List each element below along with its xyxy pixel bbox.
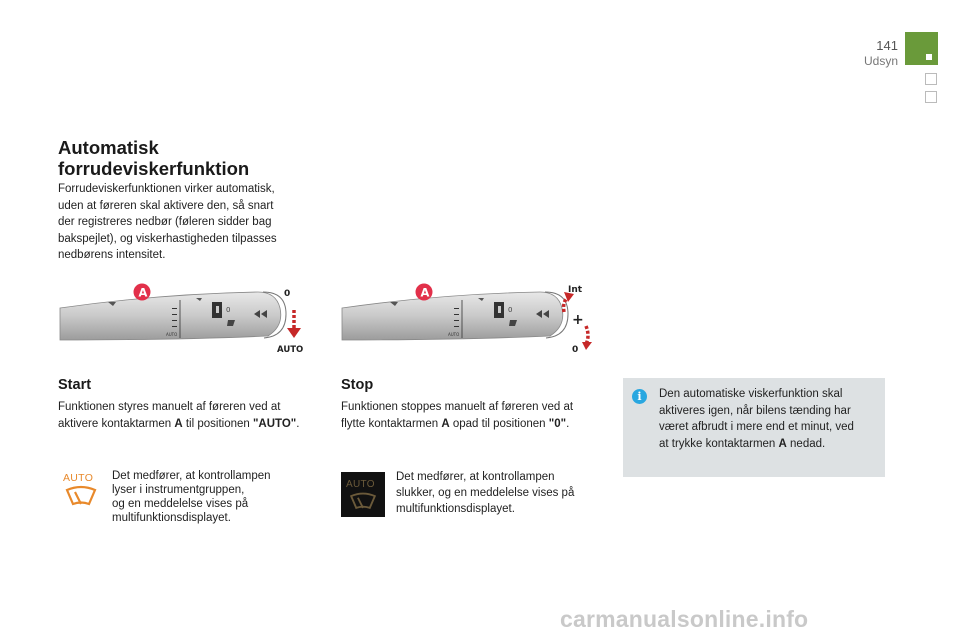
section-title: Udsyn: [863, 54, 898, 68]
note-line: Den automatiske viskerfunktion skal: [659, 388, 843, 400]
auto-lamp-text: AUTO: [63, 472, 94, 484]
intro-line: Forrudeviskerfunktionen virker automatis…: [58, 183, 275, 195]
stop-callout-label: A: [421, 286, 430, 300]
stop-int-label: Int: [568, 285, 583, 295]
page-number: 141: [876, 38, 898, 53]
nav-box-2: [925, 91, 937, 103]
windscreen-wiper-icon: [349, 492, 377, 510]
arrow-down-icon: [582, 342, 592, 350]
text: .: [566, 417, 570, 430]
stop-text-line: Funktionen stoppes manuelt af føreren ve…: [341, 401, 574, 413]
text: aktivere kontaktarmen: [58, 417, 175, 430]
start-text-line: aktivere kontaktarmen A til positionen "…: [58, 416, 328, 433]
text: at trykke kontaktarmen: [659, 437, 779, 450]
start-position-auto-label: AUTO: [277, 345, 303, 355]
start-scale-label: AUTO: [166, 332, 177, 337]
auto-lamp-off-text: AUTO: [346, 479, 375, 490]
note-line: aktiveres igen, når bilens tænding har: [659, 404, 851, 417]
start-text-line: Funktionen styres manuelt af føreren ved…: [58, 401, 281, 413]
stop-position-0-label: 0: [572, 345, 578, 355]
text: opad til positionen: [449, 417, 549, 430]
note-line: været afbrudt i mere end et minut, ved: [659, 421, 854, 433]
info-icon: i: [632, 389, 647, 404]
callout-a-circle: [415, 283, 433, 301]
start-callout-label: A: [139, 286, 148, 300]
text-bold: A: [778, 437, 787, 450]
arrow-down-icon: [287, 328, 301, 338]
text: .: [296, 417, 300, 430]
intro-line: nedbørens intensitet.: [58, 249, 166, 261]
start-detail-line: lyser i instrumentgruppen,: [112, 484, 245, 496]
start-detail-line: og en meddelelse vises på: [112, 498, 249, 510]
title-line-2: forrudeviskerfunktion: [58, 158, 250, 179]
start-lever-illustration: 0 AUTO A 0 AUTO: [58, 278, 320, 360]
windscreen-wiper-icon: [65, 485, 97, 506]
info-note-text: Den automatiske viskerfunktion skal akti…: [659, 386, 879, 452]
stop-detail: Det medfører, at kontrollampen slukker, …: [396, 469, 606, 517]
auto-wiper-lamp-off-icon: AUTO: [341, 472, 385, 517]
page-title: Automatisk forrudeviskerfunktion: [58, 137, 358, 179]
start-detail-line: Det medfører, at kontrollampen: [112, 470, 271, 482]
start-switch-mark: 0: [226, 306, 230, 314]
stop-detail-line: slukker, og en meddelelse vises på: [396, 487, 575, 499]
intro-line: der registreres nedbør (føleren sidder b…: [58, 216, 272, 228]
stop-text-line: flytte kontaktarmen A opad til positione…: [341, 416, 611, 433]
auto-wiper-lamp-icon: AUTO: [63, 472, 103, 520]
start-detail-line: multifunktionsdisplayet.: [112, 512, 231, 524]
start-heading: Start: [58, 377, 92, 393]
start-position-0-label: 0: [284, 289, 290, 299]
start-detail: Det medfører, at kontrollampen lyser i i…: [112, 469, 312, 525]
arrow-up-icon: [564, 292, 574, 302]
callout-a-circle: [133, 283, 151, 301]
stop-detail-line: multifunktionsdisplayet.: [396, 503, 515, 515]
info-note-box: [623, 378, 885, 477]
text: til positionen: [182, 417, 253, 430]
text-bold: A: [174, 417, 183, 430]
intro-line: bakspejlet), og viskerhastigheden tilpas…: [58, 232, 277, 245]
nav-box-1: [925, 73, 937, 85]
watermark: carmanualsonline.info: [560, 606, 809, 632]
stop-scale-label: AUTO: [448, 332, 459, 337]
intro-paragraph: Forrudeviskerfunktionen virker automatis…: [58, 181, 318, 264]
stop-plus-label: +: [572, 312, 584, 328]
text-bold: "AUTO": [252, 417, 297, 430]
stop-heading: Stop: [341, 377, 374, 393]
stop-lever-illustration: 0 AUTO A Int + 0: [340, 278, 602, 360]
stop-detail-line: Det medfører, at kontrollampen: [396, 471, 555, 483]
text-bold: A: [441, 417, 450, 430]
stop-paragraph: Funktionen stoppes manuelt af føreren ve…: [341, 399, 611, 432]
note-line: at trykke kontaktarmen A nedad.: [659, 436, 879, 453]
intro-line: uden at føreren skal aktivere den, så sn…: [58, 199, 274, 212]
title-line-1: Automatisk: [58, 137, 159, 158]
text: flytte kontaktarmen: [341, 417, 442, 430]
text-bold: "0": [548, 417, 567, 430]
start-paragraph: Funktionen styres manuelt af føreren ved…: [58, 399, 328, 432]
text: nedad.: [786, 437, 826, 450]
stop-switch-mark: 0: [508, 306, 512, 314]
chapter-tab: [905, 32, 938, 65]
